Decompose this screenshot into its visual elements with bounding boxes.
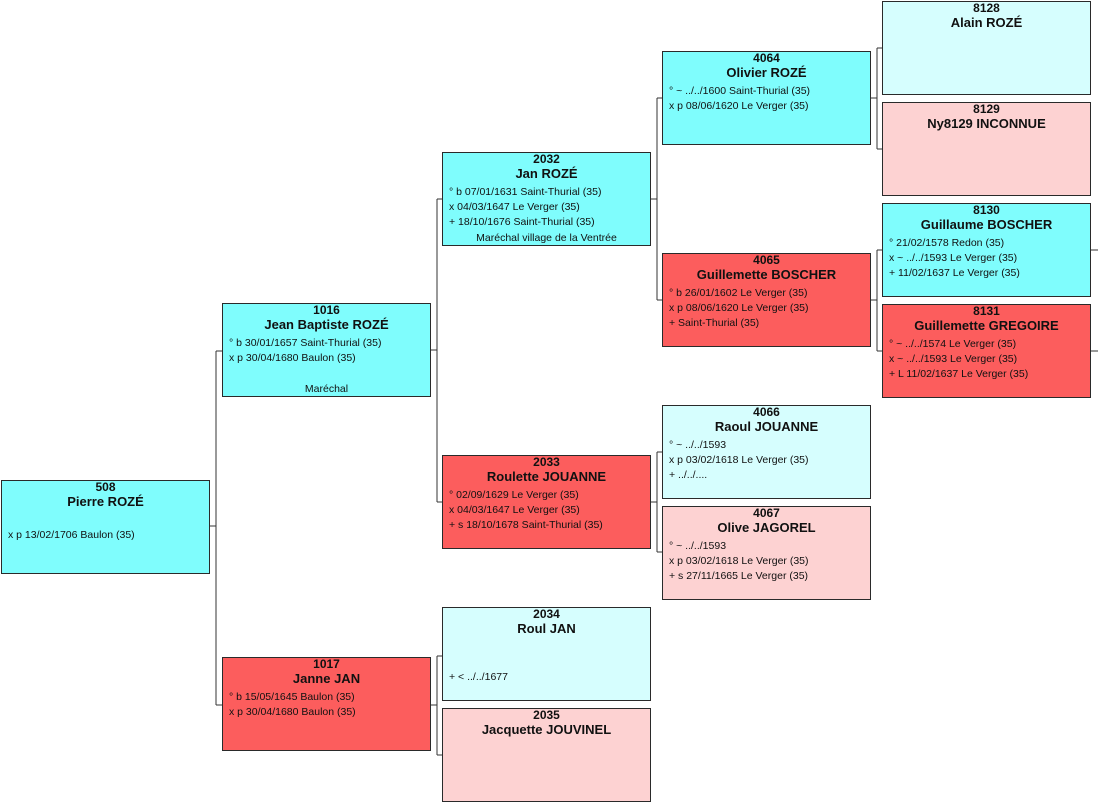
fact-line: x ~ ../../1593 Le Verger (35) (889, 353, 1018, 365)
sosa-number: 1016 (313, 303, 340, 317)
person-card-4067[interactable]: 4067 Olive JAGOREL ° ~ ../../1593 x p 03… (662, 506, 871, 600)
fact-line: + 18/10/1676 Saint-Thurial (35) (449, 216, 595, 228)
fact-line: x 04/03/1647 Le Verger (35) (449, 504, 580, 516)
occupation: Maréchal (304, 383, 349, 395)
fact-line: x p 30/04/1680 Baulon (35) (229, 352, 356, 364)
fact-line: ° b 15/05/1645 Baulon (35) (229, 691, 355, 703)
fact-line: x p 13/02/1706 Baulon (35) (8, 529, 135, 541)
person-name: Raoul JOUANNE (714, 419, 819, 434)
person-name: Jean Baptiste ROZÉ (264, 317, 389, 332)
fact-line: + s 18/10/1678 Saint-Thurial (35) (449, 519, 603, 531)
sosa-number: 4064 (753, 51, 780, 65)
person-name: Pierre ROZÉ (67, 494, 144, 509)
person-name: Alain ROZÉ (950, 15, 1023, 30)
fact-line: ° ~ ../../1593 (669, 439, 727, 451)
sosa-number: 8128 (973, 1, 1000, 15)
fact-line: + L 11/02/1637 Le Verger (35) (889, 368, 1029, 380)
person-name: Jacquette JOUVINEL (481, 722, 612, 737)
person-card-8130[interactable]: 8130 Guillaume BOSCHER ° 21/02/1578 Redo… (882, 203, 1091, 297)
fact-line: x p 03/02/1618 Le Verger (35) (669, 555, 809, 567)
sosa-number: 2035 (533, 708, 560, 722)
fact-line: x p 30/04/1680 Baulon (35) (229, 706, 356, 718)
occupation: Maréchal village de la Ventrée (476, 232, 617, 244)
person-card-2033[interactable]: 2033 Roulette JOUANNE ° 02/09/1629 Le Ve… (442, 455, 651, 549)
person-name: Janne JAN (292, 671, 361, 686)
fact-line: + s 27/11/1665 Le Verger (35) (669, 570, 809, 582)
person-name: Guillemette BOSCHER (696, 267, 837, 282)
person-name: Roul JAN (517, 621, 576, 636)
fact-line: x p 08/06/1620 Le Verger (35) (669, 302, 809, 314)
fact-line: ° b 30/01/1657 Saint-Thurial (35) (229, 337, 382, 349)
person-card-8128[interactable]: 8128 Alain ROZÉ (882, 1, 1091, 95)
fact-line: ° b 07/01/1631 Saint-Thurial (35) (449, 186, 602, 198)
person-card-1017[interactable]: 1017 Janne JAN ° b 15/05/1645 Baulon (35… (222, 657, 431, 751)
person-card-8131[interactable]: 8131 Guillemette GREGOIRE ° ~ ../../1574… (882, 304, 1091, 398)
person-name: Guillaume BOSCHER (920, 217, 1053, 232)
fact-line: + Saint-Thurial (35) (669, 317, 760, 329)
person-card-2032[interactable]: 2032 Jan ROZÉ ° b 07/01/1631 Saint-Thuri… (442, 152, 651, 246)
fact-line: ° b 26/01/1602 Le Verger (35) (669, 287, 808, 299)
sosa-number: 2034 (533, 607, 560, 621)
fact-line: + 11/02/1637 Le Verger (35) (889, 267, 1020, 279)
person-name: Ny8129 INCONNUE (927, 116, 1046, 131)
person-card-1016[interactable]: 1016 Jean Baptiste ROZÉ ° b 30/01/1657 S… (222, 303, 431, 397)
person-name: Roulette JOUANNE (486, 469, 607, 484)
fact-line: ° ~ ../../1600 Saint-Thurial (35) (669, 85, 811, 97)
fact-line: ° ~ ../../1593 (669, 540, 727, 552)
fact-line: ° 21/02/1578 Redon (35) (889, 237, 1005, 249)
sosa-number: 8131 (973, 304, 1000, 318)
person-card-4064[interactable]: 4064 Olivier ROZÉ ° ~ ../../1600 Saint-T… (662, 51, 871, 145)
sosa-number: 2032 (533, 152, 560, 166)
sosa-number: 508 (95, 480, 116, 494)
sosa-number: 4067 (753, 506, 780, 520)
sosa-number: 2033 (533, 455, 560, 469)
person-card-4065[interactable]: 4065 Guillemette BOSCHER ° b 26/01/1602 … (662, 253, 871, 347)
fact-line: ° ~ ../../1574 Le Verger (35) (889, 338, 1017, 350)
person-name: Olivier ROZÉ (726, 65, 807, 80)
person-name: Olive JAGOREL (717, 520, 816, 535)
person-card-8129[interactable]: 8129 Ny8129 INCONNUE (882, 102, 1091, 196)
fact-line: ° 02/09/1629 Le Verger (35) (449, 489, 579, 501)
fact-line: x p 08/06/1620 Le Verger (35) (669, 100, 809, 112)
person-name: Guillemette GREGOIRE (914, 318, 1059, 333)
person-card-2035[interactable]: 2035 Jacquette JOUVINEL (442, 708, 651, 802)
sosa-number: 8129 (973, 102, 1000, 116)
fact-line: + ../../.... (669, 469, 708, 481)
fact-line: x ~ ../../1593 Le Verger (35) (889, 252, 1018, 264)
fact-line: x p 03/02/1618 Le Verger (35) (669, 454, 809, 466)
person-card-2034[interactable]: 2034 Roul JAN + < ../../1677 (442, 607, 651, 701)
person-card-4066[interactable]: 4066 Raoul JOUANNE ° ~ ../../1593 x p 03… (662, 405, 871, 499)
sosa-number: 4065 (753, 253, 780, 267)
person-name: Jan ROZÉ (515, 166, 578, 181)
fact-line: + < ../../1677 (449, 671, 508, 683)
sosa-number: 4066 (753, 405, 780, 419)
fact-line: x 04/03/1647 Le Verger (35) (449, 201, 580, 213)
sosa-number: 8130 (973, 203, 1000, 217)
sosa-number: 1017 (313, 657, 340, 671)
person-card-508[interactable]: 508 Pierre ROZÉ x p 13/02/1706 Baulon (3… (1, 480, 210, 574)
